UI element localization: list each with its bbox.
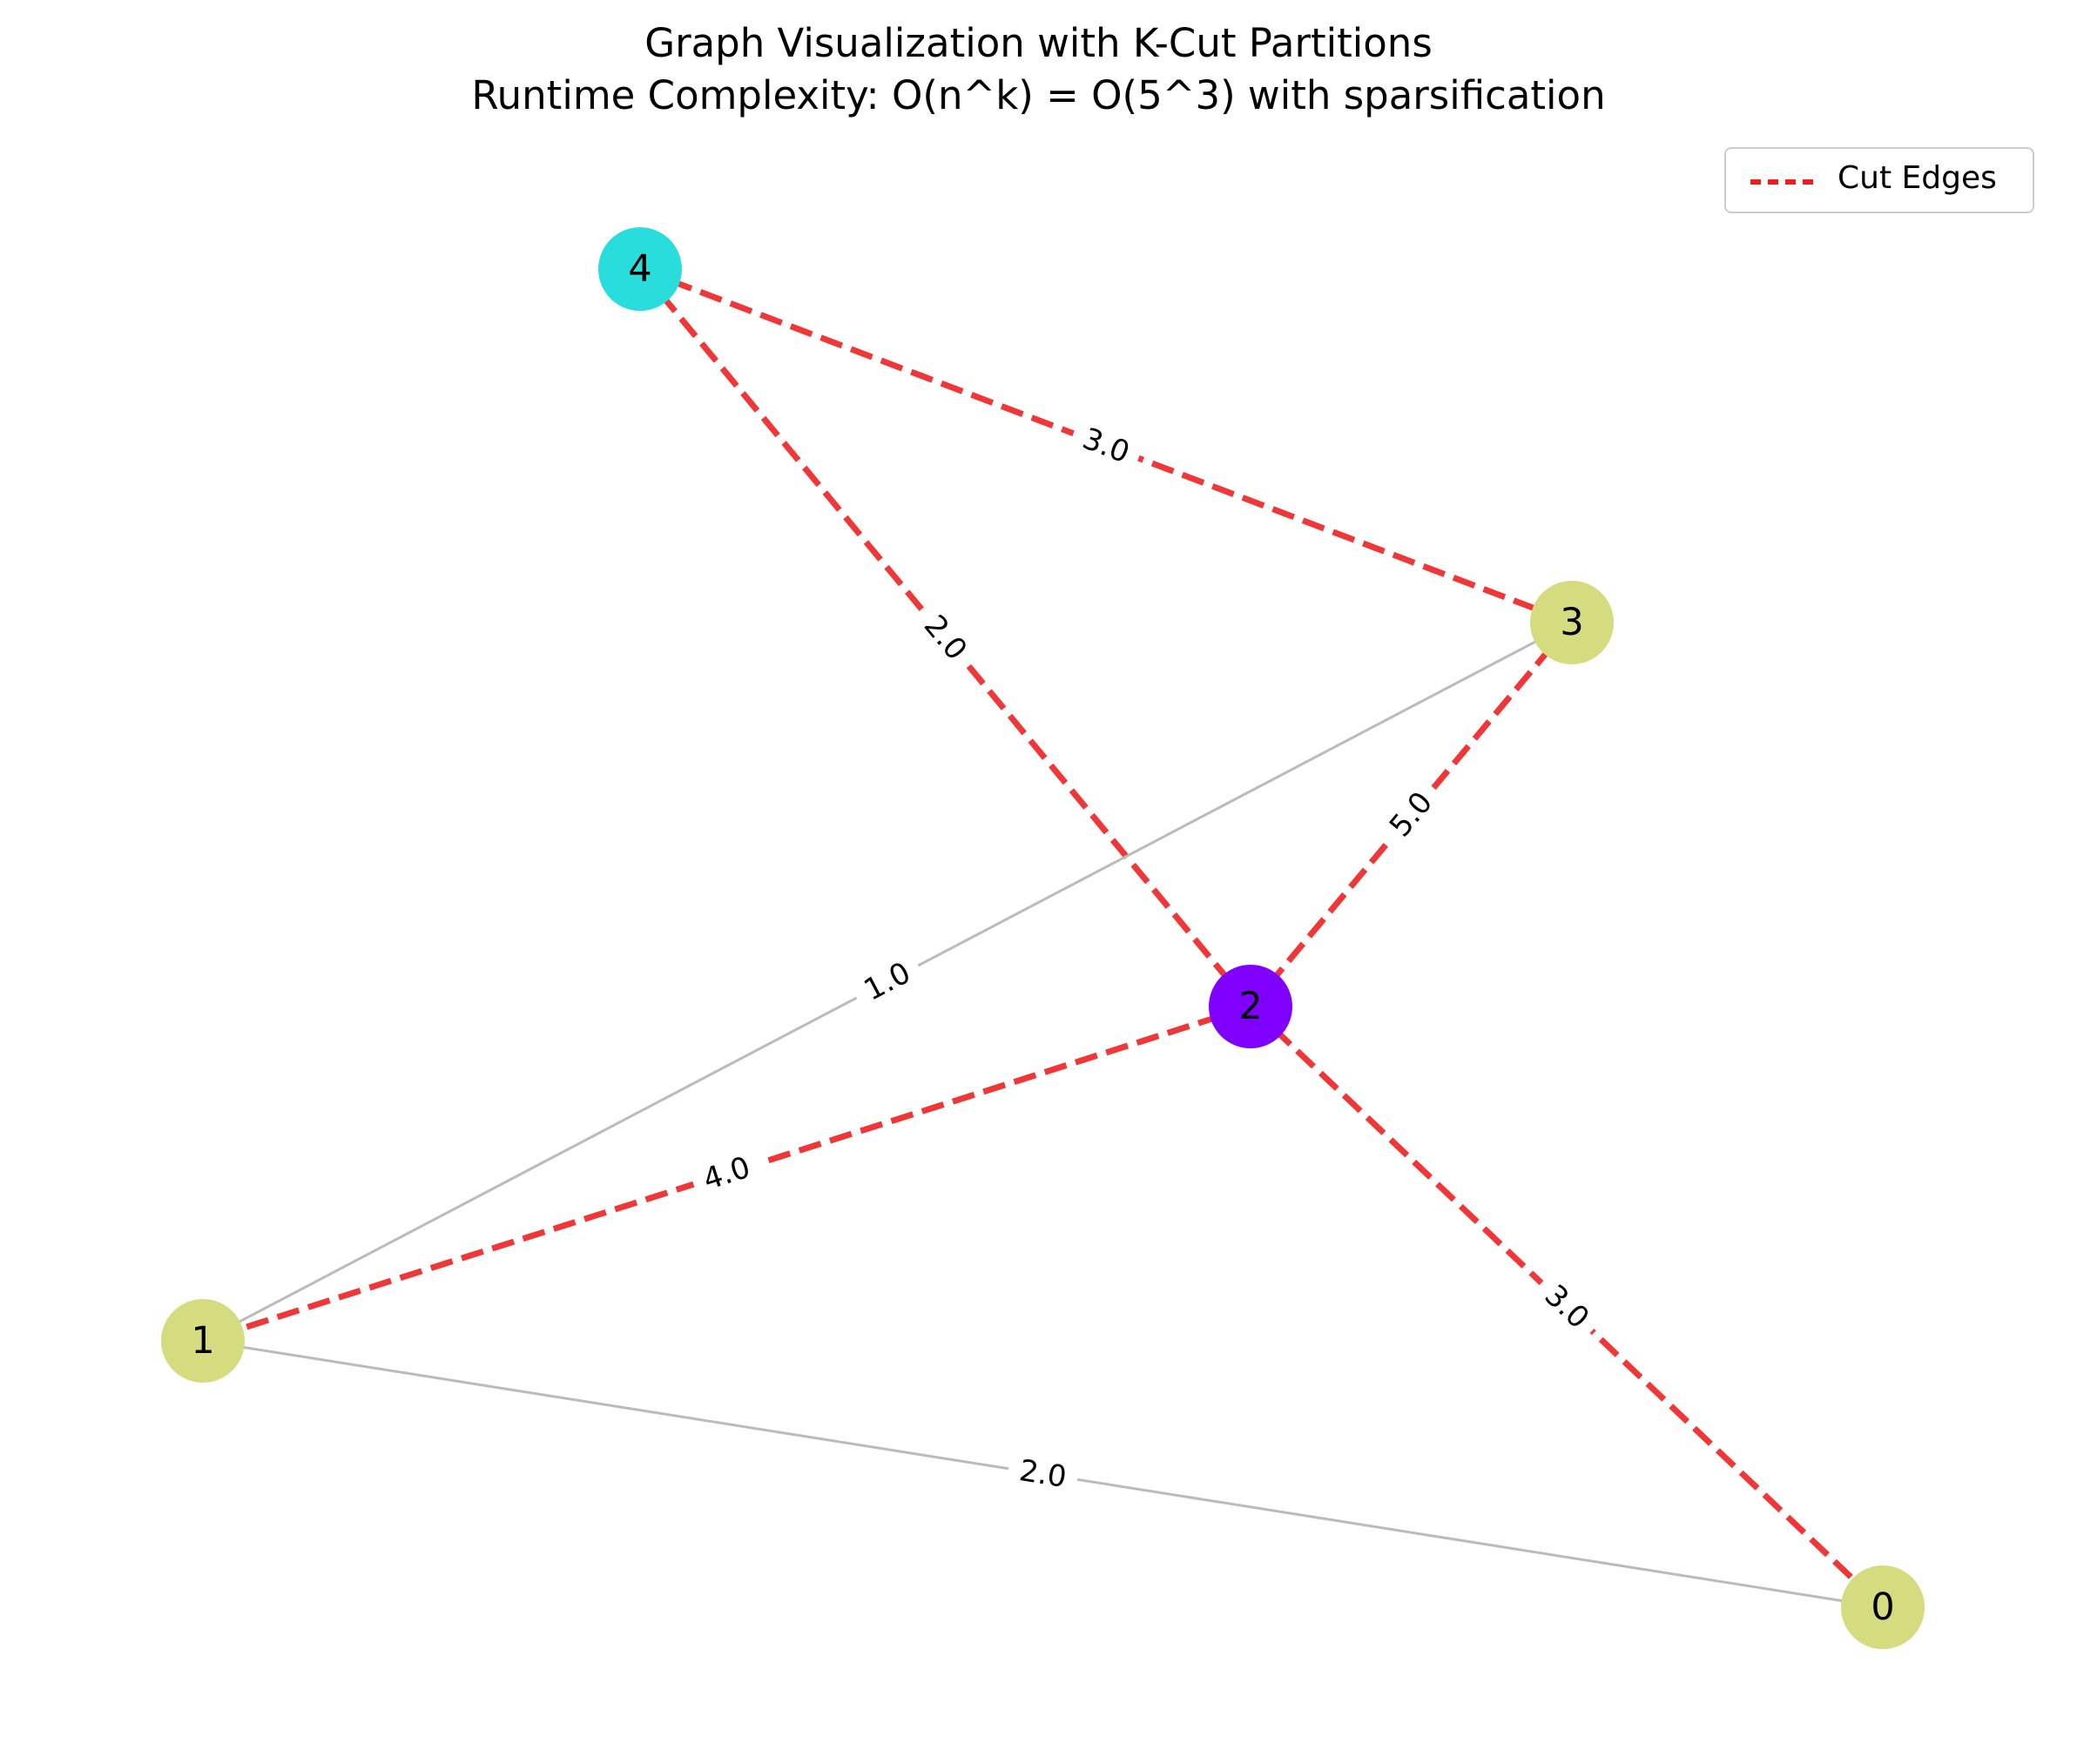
- edge-weight-label-background: [687, 1144, 766, 1203]
- edge-weight-label-background: [1527, 1269, 1606, 1345]
- diagram-title: Graph Visualization with K-Cut Partition…: [0, 17, 2077, 122]
- edge-weight-label-background: [847, 948, 927, 1015]
- edge-labels-layer: 3.02.05.01.04.03.02.0: [687, 415, 1606, 1498]
- edges-layer: [201, 266, 1885, 1610]
- node-label-2: 2: [1238, 985, 1262, 1028]
- edge-weight-label-group: 3.0: [1066, 415, 1146, 476]
- edge-weight-label: 2.0: [1017, 1453, 1069, 1495]
- node-2: [1209, 965, 1292, 1048]
- node-label-3: 3: [1560, 601, 1583, 644]
- edge-weight-label-group: 1.0: [847, 948, 927, 1015]
- legend: Cut Edges: [1724, 147, 2034, 213]
- nodes-layer: 0 1 2 3 4: [161, 227, 1925, 1649]
- edge-weight-label-background: [1005, 1450, 1081, 1498]
- node-label-4: 4: [628, 247, 651, 291]
- title-line-1: Graph Visualization with K-Cut Partition…: [644, 20, 1433, 66]
- legend-cut-edge-swatch: [1750, 179, 1813, 185]
- edge-weight-label-background: [1066, 415, 1146, 476]
- node-4: [598, 227, 682, 311]
- legend-cut-edge-label: Cut Edges: [1838, 160, 1997, 196]
- edge-3-2-cut: [1248, 620, 1575, 1009]
- node-label-0: 0: [1871, 1586, 1894, 1629]
- edge-weight-label-group: 4.0: [687, 1144, 766, 1203]
- edge-weight-label-background: [908, 598, 982, 677]
- node-3: [1530, 581, 1614, 664]
- edge-weight-label-background: [1373, 775, 1449, 854]
- edge-weight-label: 4.0: [699, 1150, 755, 1198]
- node-0: [1841, 1565, 1925, 1649]
- node-1: [161, 1299, 245, 1383]
- node-label-1: 1: [191, 1319, 214, 1363]
- title-line-2: Runtime Complexity: O(n^k) = O(5^3) with…: [471, 72, 1606, 118]
- edge-weight-label-group: 2.0: [1005, 1450, 1081, 1498]
